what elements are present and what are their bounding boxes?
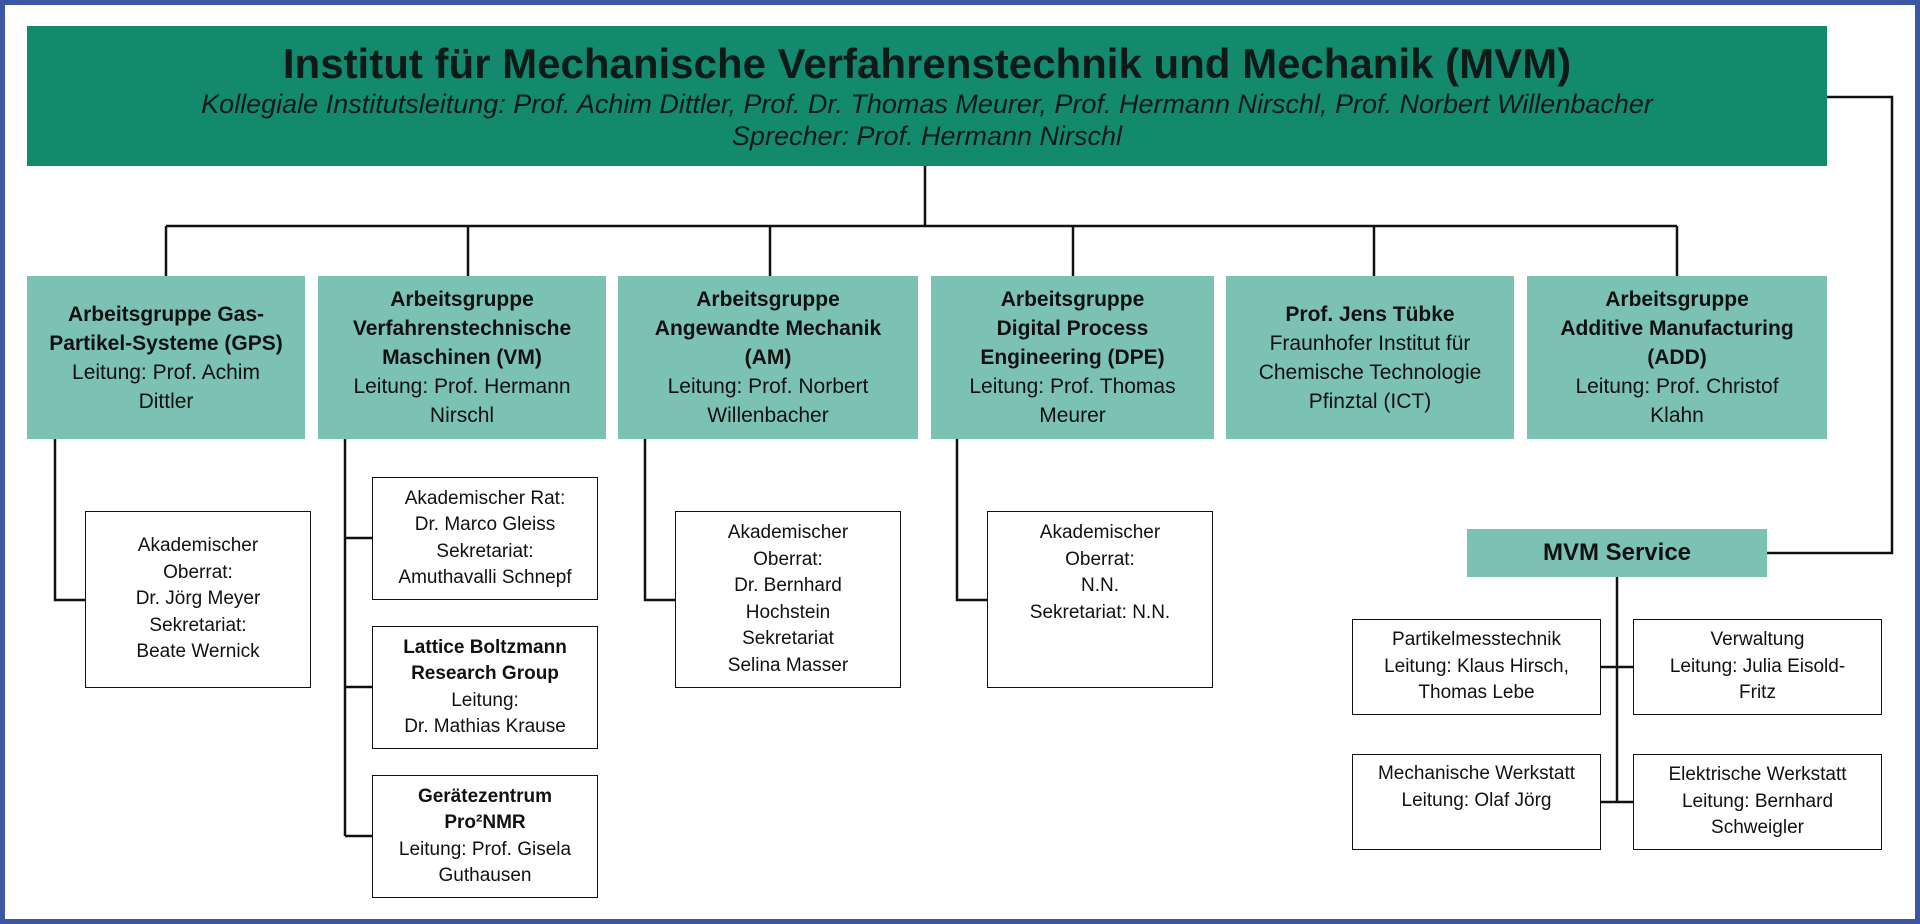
group-add-title-3: (ADD) [1647, 346, 1707, 369]
group-vm-leitung-1: Leitung: Prof. Hermann [353, 375, 571, 398]
box-line: Dr. Jörg Meyer [135, 588, 261, 610]
group-dpe-leitung-1: Leitung: Prof. Thomas [969, 375, 1176, 398]
group-am-title-1: Arbeitsgruppe [696, 288, 840, 311]
group-vm-title-2: Verfahrenstechnische [352, 317, 572, 340]
box-line: Akademischer [1039, 522, 1161, 543]
group-add: Arbeitsgruppe Additive Manufacturing (AD… [1527, 276, 1827, 439]
group-gps-leitung-2: Dittler [138, 389, 194, 413]
group-gps-leitung-1: Leitung: Prof. Achim [72, 360, 260, 384]
group-am-title-3: (AM) [744, 346, 792, 369]
group-add-title-2: Additive Manufacturing [1560, 317, 1794, 340]
box-line: Akademischer [727, 522, 849, 543]
box-line: Dr. Mathias Krause [404, 716, 566, 737]
box-line: Akademischer [137, 535, 259, 557]
box-line: Dr. Marco Gleiss [414, 514, 556, 535]
box-line: Oberrat: [1065, 548, 1135, 570]
group-add-title-1: Arbeitsgruppe [1605, 288, 1749, 311]
institute-sprecher: Sprecher: Prof. Hermann Nirschl [731, 121, 1123, 151]
box-line: Leitung: [451, 689, 519, 711]
box-line: Mechanische Werkstatt [1377, 763, 1576, 784]
box-line: Sekretariat: N.N. [1029, 601, 1171, 623]
group-dpe-title-3: Engineering (DPE) [980, 346, 1165, 369]
group-ict: Prof. Jens Tübke Fraunhofer Institut für… [1226, 276, 1514, 439]
box-mechanische-werkstatt: Mechanische Werkstatt Leitung: Olaf Jörg [1352, 754, 1601, 850]
group-vm: Arbeitsgruppe Verfahrenstechnische Masch… [318, 276, 606, 439]
box-partikelmesstechnik: Partikelmesstechnik Leitung: Klaus Hirsc… [1352, 619, 1601, 715]
mvm-service: MVM Service [1467, 529, 1767, 577]
box-line: Partikelmesstechnik [1392, 629, 1561, 651]
group-add-leitung-2: Klahn [1650, 404, 1704, 427]
group-vm-title-3: Maschinen (VM) [382, 346, 542, 369]
group-gps-title-1: Arbeitsgruppe Gas- [67, 302, 265, 326]
box-line: Oberrat: [163, 561, 233, 583]
box-line: Gerätezentrum [417, 785, 553, 807]
group-ict-title: Prof. Jens Tübke [1285, 302, 1455, 326]
box-line: Amuthavalli Schnepf [398, 567, 572, 588]
group-add-leitung-1: Leitung: Prof. Christof [1575, 375, 1779, 398]
box-dpe-oberrat: Akademischer Oberrat: N.N. Sekretariat: … [987, 511, 1213, 688]
group-am-leitung-2: Willenbacher [707, 404, 829, 427]
box-line: Hochstein [745, 601, 831, 623]
group-ict-line-1: Fraunhofer Institut für [1269, 331, 1471, 355]
box-line: Beate Wernick [136, 641, 260, 663]
group-dpe-title-2: Digital Process [996, 317, 1149, 340]
institute-title: Institut für Mechanische Verfahrenstechn… [282, 40, 1572, 87]
group-vm-leitung-2: Nirschl [429, 404, 495, 427]
box-line: Oberrat: [753, 548, 823, 570]
box-elektrische-werkstatt: Elektrische Werkstatt Leitung: Bernhard … [1633, 754, 1882, 850]
group-gps-title-2: Partikel-Systeme (GPS) [49, 331, 283, 355]
box-line: Sekretariat: [149, 614, 247, 636]
box-line: Sekretariat [742, 628, 834, 649]
institute-header: Institut für Mechanische Verfahrenstechn… [27, 26, 1827, 166]
box-vm-lattice: Lattice Boltzmann Research Group Leitung… [372, 626, 598, 749]
box-am-oberrat: Akademischer Oberrat: Dr. Bernhard Hochs… [675, 511, 901, 688]
box-line: N.N. [1081, 575, 1119, 596]
group-vm-title-1: Arbeitsgruppe [390, 288, 534, 311]
box-line: Pro²NMR [444, 812, 526, 833]
group-am-title-2: Angewandte Mechanik [654, 317, 882, 340]
group-dpe-title-1: Arbeitsgruppe [1000, 288, 1145, 311]
box-line: Schweigler [1711, 817, 1804, 839]
box-line: Akademischer Rat: [404, 487, 566, 509]
group-ict-line-2: Chemische Technologie [1258, 360, 1482, 384]
box-line: Dr. Bernhard [734, 575, 842, 596]
box-line: Leitung: Julia Eisold- [1669, 655, 1846, 677]
group-dpe-leitung-2: Meurer [1039, 404, 1106, 427]
box-line: Selina Masser [727, 654, 849, 676]
institute-leitung: Kollegiale Institutsleitung: Prof. Achim… [201, 89, 1653, 119]
group-ict-line-3: Pfinztal (ICT) [1308, 389, 1432, 413]
box-line: Research Group [411, 663, 559, 684]
box-line: Sekretariat: [436, 540, 534, 562]
box-line: Leitung: Olaf Jörg [1401, 789, 1552, 811]
box-line: Verwaltung [1710, 629, 1805, 651]
box-line: Guthausen [438, 865, 532, 886]
box-line: Thomas Lebe [1418, 682, 1535, 704]
box-gps-oberrat: Akademischer Oberrat: Dr. Jörg Meyer Sek… [85, 511, 311, 688]
box-line: Leitung: Prof. Gisela [398, 838, 572, 860]
group-gps: Arbeitsgruppe Gas- Partikel-Systeme (GPS… [27, 276, 305, 439]
box-line: Elektrische Werkstatt [1668, 764, 1847, 786]
box-line: Lattice Boltzmann [403, 636, 567, 658]
box-verwaltung: Verwaltung Leitung: Julia Eisold- Fritz [1633, 619, 1882, 715]
group-am: Arbeitsgruppe Angewandte Mechanik (AM) L… [618, 276, 918, 439]
box-line: Leitung: Klaus Hirsch, [1384, 655, 1569, 677]
box-vm-rat: Akademischer Rat: Dr. Marco Gleiss Sekre… [372, 477, 598, 600]
box-vm-geraetezentrum: Gerätezentrum Pro²NMR Leitung: Prof. Gis… [372, 775, 598, 898]
box-line: Fritz [1739, 682, 1776, 704]
box-line: Leitung: Bernhard [1681, 790, 1834, 812]
group-am-leitung-1: Leitung: Prof. Norbert [667, 375, 869, 398]
group-dpe: Arbeitsgruppe Digital Process Engineerin… [931, 276, 1214, 439]
